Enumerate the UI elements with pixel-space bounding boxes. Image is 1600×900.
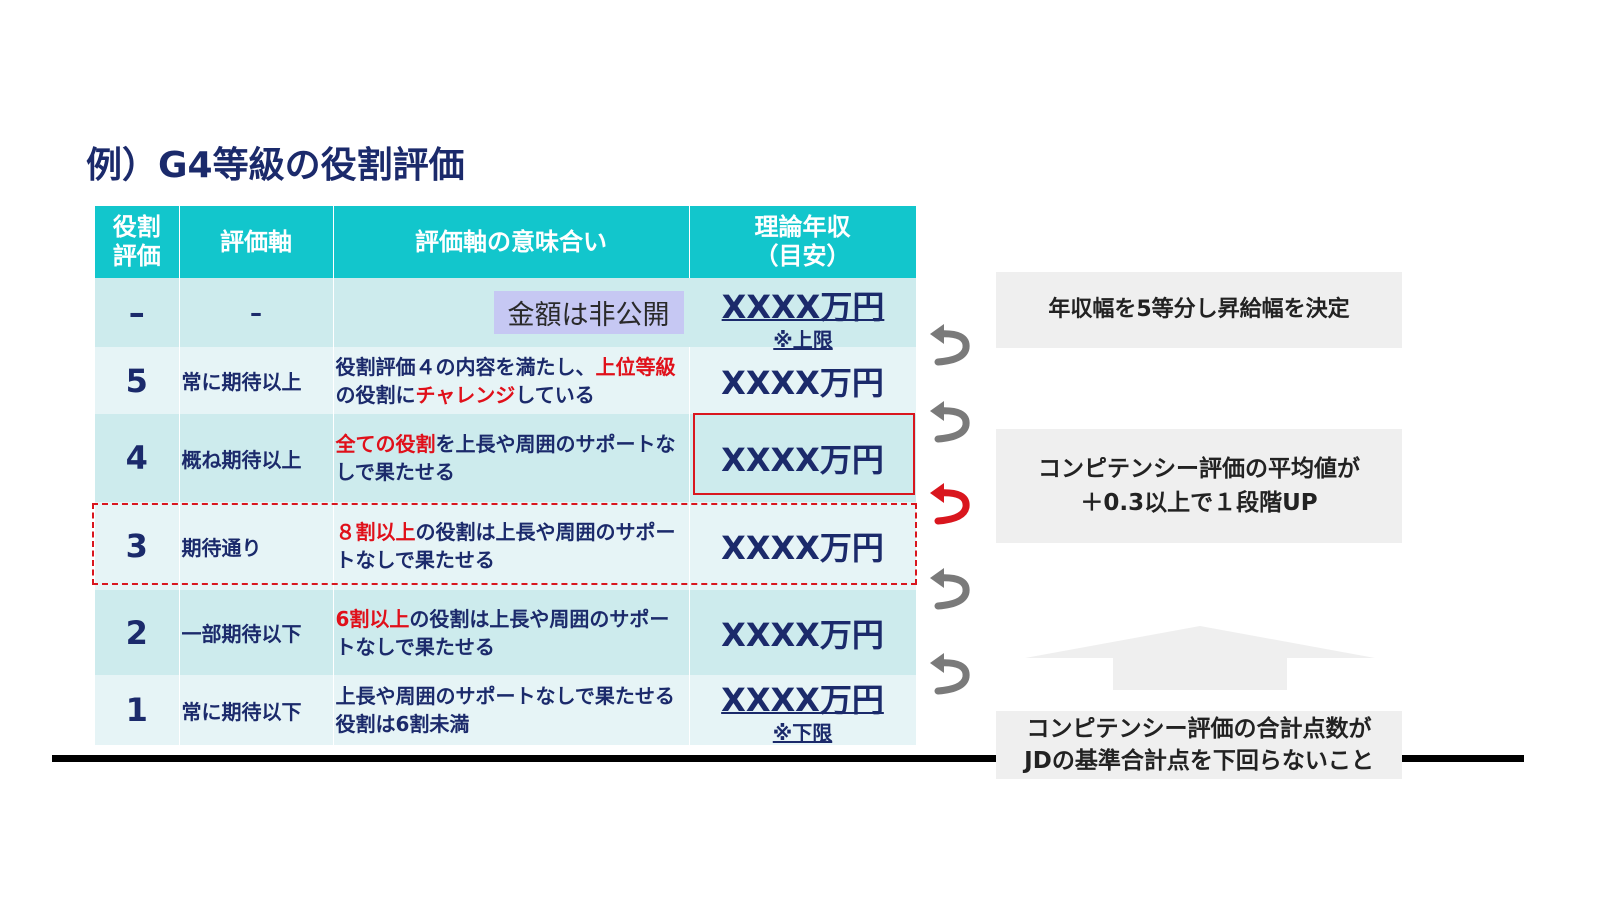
annual-income-range-note: 年収幅を5等分し昇給幅を決定 bbox=[996, 272, 1402, 348]
salary-cell: XXXX万円 ※下限 bbox=[689, 675, 917, 745]
grade-cell: 4 bbox=[95, 414, 180, 502]
salary-amount: XXXX万円 bbox=[721, 363, 884, 402]
axis-cell: 期待通り bbox=[179, 502, 334, 590]
table-row: 3 期待通り ８割以上の役割は上長や周囲のサポートなしで果たせる XXXX万円 bbox=[95, 502, 917, 590]
salary-amount: XXXX万円 bbox=[721, 529, 884, 567]
curved-arrow-icon bbox=[930, 568, 970, 610]
table-row: 5 常に期待以上 役割評価４の内容を満たし、上位等級の役割にチャレンジしている … bbox=[95, 347, 917, 414]
salary-amount: XXXX万円 bbox=[721, 288, 885, 326]
promotion-rule-note: コンピテンシー評価の平均値が＋0.3以上で１段階UP bbox=[996, 429, 1402, 543]
salary-amount: XXXX万円 bbox=[721, 681, 884, 719]
header-grade: 役割評価 bbox=[95, 206, 180, 278]
grade3-row-highlight bbox=[92, 503, 917, 585]
baseline-divider bbox=[52, 755, 1524, 762]
private-amount-label: 金額は非公開 bbox=[493, 291, 684, 334]
salary-cell: XXXX万円 bbox=[689, 414, 917, 502]
meaning-cell: 6割以上の役割は上長や周囲のサポートなしで果たせる bbox=[333, 590, 690, 675]
axis-cell: – bbox=[179, 278, 334, 347]
role-evaluation-table: 役割評価 評価軸 評価軸の意味合い 理論年収（目安） – – 金額は非公開 XX… bbox=[95, 206, 917, 745]
salary-amount: XXXX万円 bbox=[721, 441, 884, 479]
grade-cell: 2 bbox=[95, 590, 180, 675]
axis-cell: 常に期待以下 bbox=[179, 675, 334, 745]
curved-arrow-icon bbox=[930, 483, 970, 525]
salary-amount: XXXX万円 bbox=[721, 615, 884, 654]
table-row: 2 一部期待以下 6割以上の役割は上長や周囲のサポートなしで果たせる XXXX万… bbox=[95, 590, 917, 675]
meaning-cell: 上長や周囲のサポートなしで果たせる役割は6割未満 bbox=[333, 675, 690, 745]
page-title: 例）G4等級の役割評価 bbox=[86, 145, 465, 186]
upper-limit-note: ※上限 bbox=[773, 328, 833, 352]
axis-cell: 概ね期待以上 bbox=[179, 414, 334, 502]
table-row: 1 常に期待以下 上長や周囲のサポートなしで果たせる役割は6割未満 XXXX万円… bbox=[95, 675, 917, 745]
curved-arrow-icon bbox=[930, 324, 970, 366]
table-row: – – 金額は非公開 XXXX万円 ※上限 bbox=[95, 278, 917, 352]
grade-cell: 3 bbox=[95, 502, 180, 590]
header-meaning: 評価軸の意味合い bbox=[333, 206, 690, 278]
grade4-salary-highlight bbox=[693, 413, 915, 495]
meaning-cell: 役割評価４の内容を満たし、上位等級の役割にチャレンジしている bbox=[333, 347, 690, 414]
axis-cell: 常に期待以上 bbox=[179, 347, 334, 414]
header-salary: 理論年収（目安） bbox=[689, 206, 917, 278]
header-axis: 評価軸 bbox=[179, 206, 334, 278]
meaning-cell: ８割以上の役割は上長や周囲のサポートなしで果たせる bbox=[333, 502, 690, 590]
curved-arrow-icon bbox=[930, 653, 970, 695]
lower-limit-note: ※下限 bbox=[772, 721, 833, 745]
curved-arrow-icon bbox=[930, 401, 970, 443]
meaning-cell: 全ての役割を上長や周囲のサポートなしで果たせる bbox=[333, 414, 690, 502]
table-row: 4 概ね期待以上 全ての役割を上長や周囲のサポートなしで果たせる XXXX万円 bbox=[95, 414, 917, 502]
salary-cell: XXXX万円 bbox=[689, 347, 917, 414]
salary-cell: 金額は非公開 XXXX万円 ※上限 bbox=[333, 278, 917, 352]
salary-cell: XXXX万円 bbox=[689, 502, 917, 590]
axis-cell: 一部期待以下 bbox=[179, 590, 334, 675]
salary-cell: XXXX万円 bbox=[689, 590, 917, 675]
grade-cell: 5 bbox=[95, 347, 180, 414]
table-header-row: 役割評価 評価軸 評価軸の意味合い 理論年収（目安） bbox=[95, 206, 917, 278]
grade-cell: – bbox=[95, 278, 180, 347]
up-arrow-icon bbox=[1025, 626, 1375, 690]
grade-cell: 1 bbox=[95, 675, 180, 745]
